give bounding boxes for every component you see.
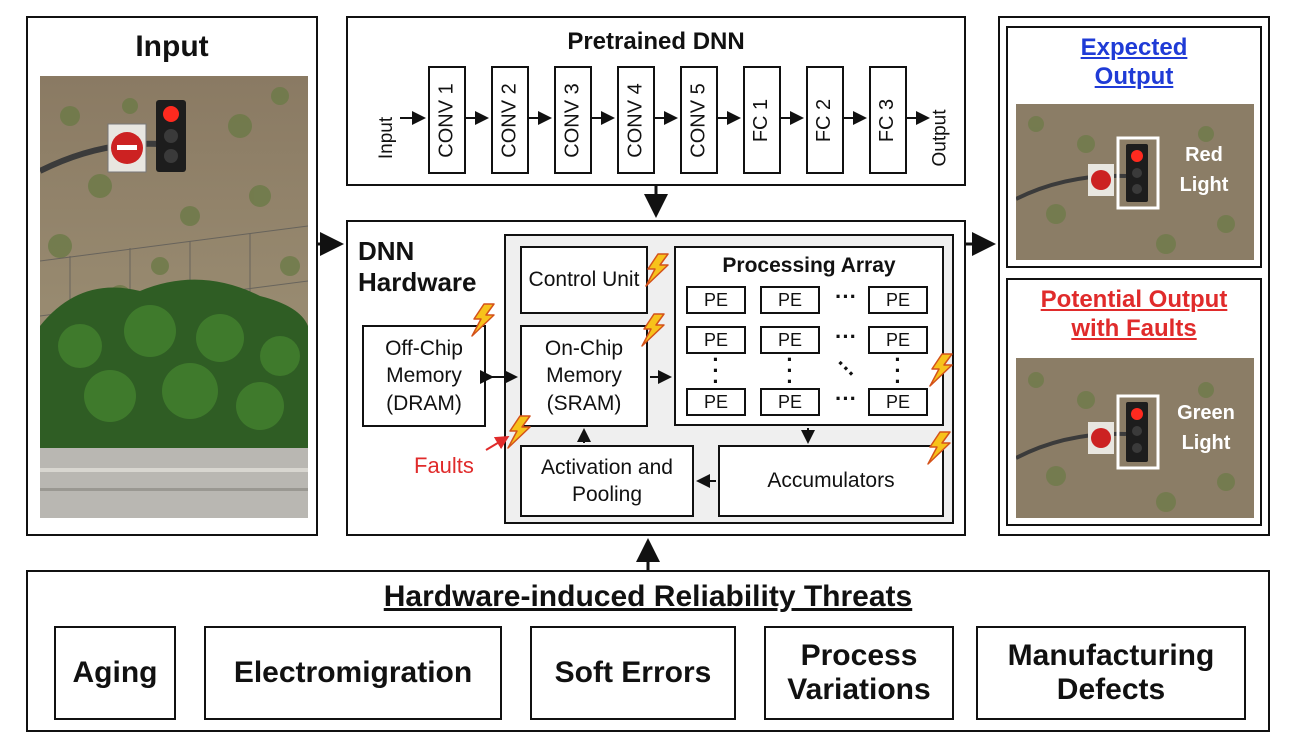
activation-pooling: Activation and Pooling [520,445,694,517]
accumulators: Accumulators [718,445,944,517]
ellipsis-horizontal: ··· [835,324,857,349]
expected-output-tag: Red Light [1179,144,1229,196]
layer-conv2: CONV 2 [491,66,529,174]
processing-array: Processing Array PE PE ··· PE PE PE ··· … [674,246,944,426]
input-title: Input [135,30,209,63]
pretrained-dnn-title: Pretrained DNN [567,28,745,55]
threat-soft-errors: Soft Errors [530,626,736,720]
pe: PE [760,326,820,354]
pe: PE [760,286,820,314]
ellipsis-diagonal: ··· [829,352,863,386]
faulty-output-title: Potential Output with Faults [1040,286,1228,342]
faulty-output-image: Green Light [1016,358,1254,518]
threats-title: Hardware-induced Reliability Threats [383,580,913,613]
offchip-memory: Off-Chip Memory (DRAM) [362,325,486,427]
dnn-output-label: Output [930,109,952,167]
input-panel: Input [26,16,318,536]
layer-fc1: FC 1 [743,66,781,174]
processing-array-title: Processing Array [722,254,896,277]
control-unit: Control Unit [520,246,648,314]
pe: PE [868,388,928,416]
pe: PE [686,286,746,314]
pretrained-dnn-panel: Pretrained DNN Input Output CONV 1 CONV … [346,16,966,186]
threat-electromigration: Electromigration [204,626,502,720]
faulty-output-tag: Green Light [1177,402,1235,454]
expected-output-panel: Expected Output Red Light [1006,26,1262,268]
pe: PE [686,326,746,354]
onchip-memory: On-Chip Memory (SRAM) [520,325,648,427]
threat-aging: Aging [54,626,176,720]
ellipsis-horizontal: ··· [835,386,857,411]
ellipsis-vertical: ··· [894,347,902,394]
hardware-title: DNN Hardware [358,236,477,298]
layer-conv1: CONV 1 [428,66,466,174]
pe: PE [760,388,820,416]
pe: PE [868,286,928,314]
ellipsis-horizontal: ··· [835,284,857,309]
threat-process-variations: Process Variations [764,626,954,720]
layer-fc3: FC 3 [869,66,907,174]
pe: PE [686,388,746,416]
ellipsis-vertical: ··· [786,347,794,394]
ellipsis-vertical: ··· [712,347,720,394]
dnn-input-label: Input [376,116,398,160]
faulty-output-panel: Potential Output with Faults Green Light [1006,278,1262,526]
layer-fc2: FC 2 [806,66,844,174]
layer-conv4: CONV 4 [617,66,655,174]
layer-conv3: CONV 3 [554,66,592,174]
expected-output-image: Red Light [1016,104,1254,260]
layer-conv5: CONV 5 [680,66,718,174]
faults-label: Faults [414,453,474,478]
threat-manufacturing-defects: Manufacturing Defects [976,626,1246,720]
input-image [40,76,308,518]
expected-output-title: Expected Output [1080,34,1188,90]
pe: PE [868,326,928,354]
